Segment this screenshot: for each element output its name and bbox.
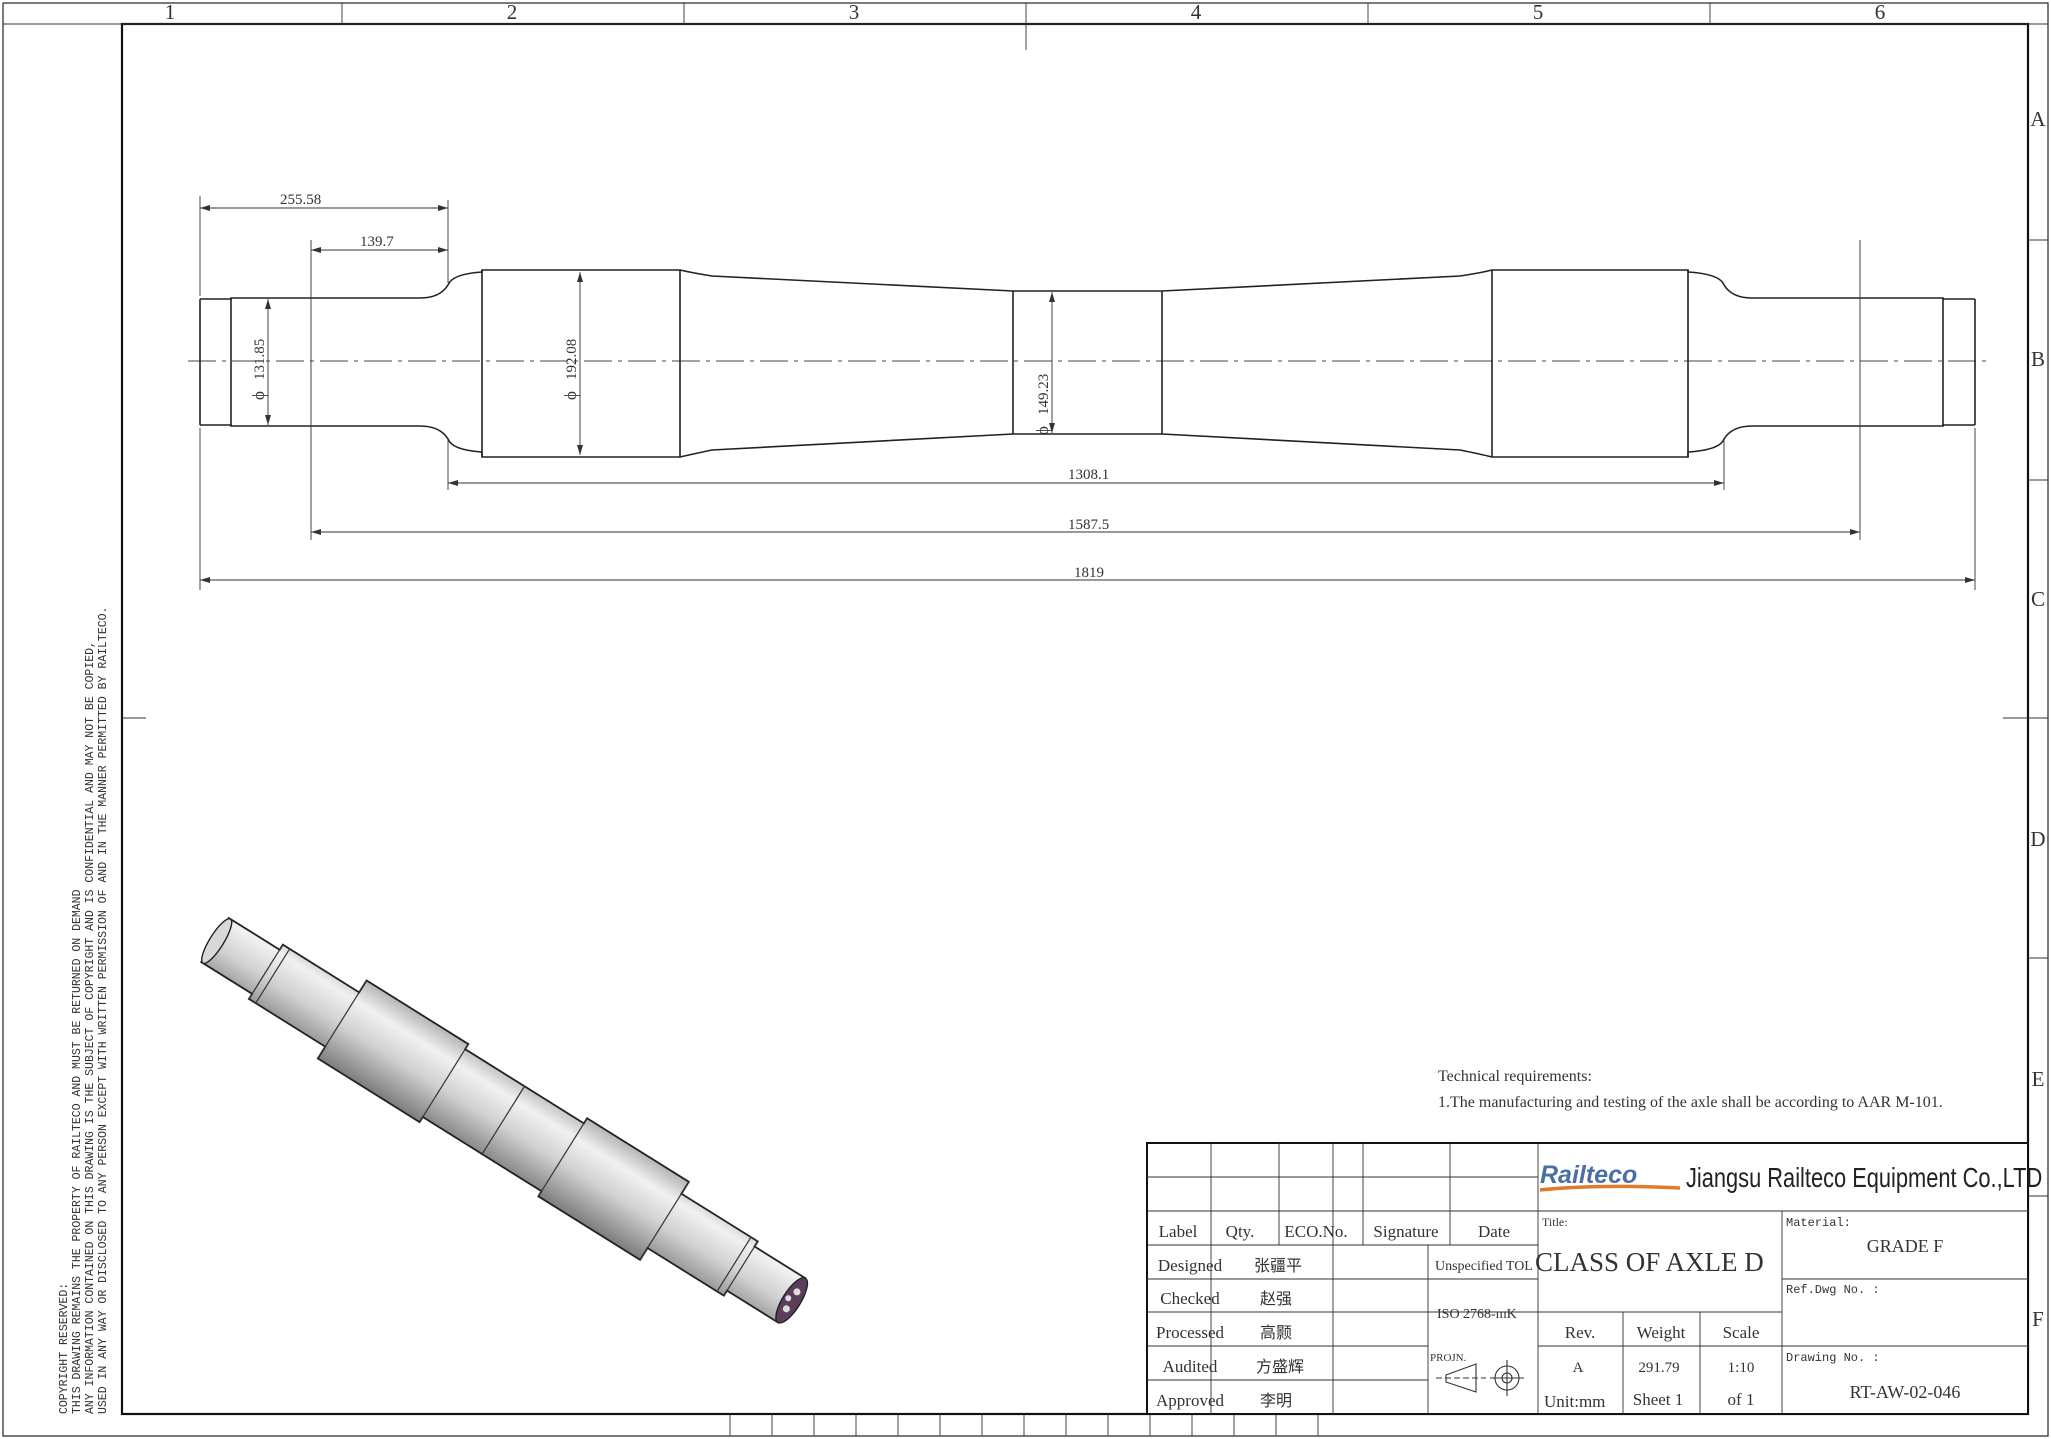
copyright-line-2: THIS DRAWING REMAINS THE PROPERTY OF RAI… <box>71 889 84 1414</box>
dia-symbol-3: ϕ <box>1033 426 1052 435</box>
dim-139-7: 139.7 <box>360 234 394 250</box>
material-value: GRADE F <box>1867 1236 1944 1256</box>
title-block: Label Qty. ECO.No. Signature Date Design… <box>1146 1142 2042 1415</box>
of-value: of 1 <box>1728 1390 1755 1409</box>
rev-value: A <box>1573 1360 1584 1376</box>
header-date: Date <box>1478 1222 1510 1241</box>
drawing-title: CLASS OF AXLE D <box>1535 1247 1764 1277</box>
header-label: Label <box>1159 1222 1198 1241</box>
zone-col-4: 4 <box>1191 0 1202 24</box>
zone-ruler-bottom <box>729 1414 1319 1436</box>
ref-dwg-label: Ref.Dwg No. : <box>1786 1283 1880 1297</box>
weight-label: Weight <box>1637 1323 1686 1342</box>
zone-row-e: E <box>2032 1067 2045 1091</box>
role-checked: Checked <box>1160 1289 1220 1308</box>
drawing-number: RT-AW-02-046 <box>1850 1382 1961 1402</box>
name-audited: 方盛辉 <box>1256 1357 1304 1376</box>
copyright-line-1: COPYRIGHT RESERVED: <box>58 1283 71 1414</box>
role-audited: Audited <box>1163 1357 1218 1376</box>
axle-profile-top <box>200 269 1975 300</box>
zone-col-1: 1 <box>165 0 176 24</box>
weight-value: 291.79 <box>1638 1360 1679 1376</box>
title-label: Title: <box>1542 1215 1568 1229</box>
zone-row-d: D <box>2030 827 2045 851</box>
zone-col-6: 6 <box>1875 0 1886 24</box>
projection-label: PROJN. <box>1430 1352 1467 1364</box>
sheet-value: Sheet 1 <box>1633 1390 1684 1409</box>
scale-value: 1:10 <box>1728 1360 1755 1376</box>
copyright-notice: COPYRIGHT RESERVED: THIS DRAWING REMAINS… <box>58 607 110 1414</box>
rev-label: Rev. <box>1565 1323 1596 1342</box>
iso-tolerance: ISO 2768-mK <box>1437 1307 1517 1322</box>
copyright-line-4: USED IN ANY WAY OR DISCLOSED TO ANY PERS… <box>97 607 110 1414</box>
dim-dia-131-85: 131.85 <box>252 339 268 380</box>
header-qty: Qty. <box>1226 1222 1255 1241</box>
zone-row-f: F <box>2032 1307 2044 1331</box>
header-signature: Signature <box>1373 1222 1438 1241</box>
unit-label: Unit:mm <box>1544 1392 1605 1411</box>
drawing-no-label: Drawing No. : <box>1786 1351 1880 1365</box>
svg-text:Railteco: Railteco <box>1540 1161 1637 1189</box>
scale-label: Scale <box>1723 1323 1760 1342</box>
axle-3d-view <box>199 916 809 1324</box>
dia-symbol-1: ϕ <box>249 391 268 400</box>
zone-col-5: 5 <box>1533 0 1544 24</box>
material-label: Material: <box>1786 1216 1851 1230</box>
dim-255-58: 255.58 <box>280 192 321 208</box>
header-eco: ECO.No. <box>1284 1222 1347 1241</box>
name-approved: 李明 <box>1260 1391 1292 1410</box>
zone-row-c: C <box>2031 587 2045 611</box>
copyright-line-3: ANY INFORMATION CONTAINED ON THIS DRAWIN… <box>84 641 97 1414</box>
zone-row-b: B <box>2031 347 2045 371</box>
railteco-logo: Railteco <box>1539 1161 1681 1192</box>
projection-symbol-icon <box>1436 1360 1524 1396</box>
role-designed: Designed <box>1158 1256 1223 1275</box>
role-processed: Processed <box>1156 1323 1224 1342</box>
dia-symbol-2: ϕ <box>561 391 580 400</box>
notes-item-1: 1.The manufacturing and testing of the a… <box>1438 1094 1943 1111</box>
dim-1308-1: 1308.1 <box>1068 467 1109 483</box>
dim-1587-5: 1587.5 <box>1068 517 1109 533</box>
name-processed: 高颢 <box>1260 1323 1292 1342</box>
name-designed: 张疆平 <box>1254 1256 1302 1275</box>
role-approved: Approved <box>1156 1391 1224 1410</box>
notes-heading: Technical requirements: <box>1438 1068 1592 1085</box>
zone-row-a: A <box>2030 107 2046 131</box>
unspecified-tol: Unspecified TOL <box>1435 1259 1533 1274</box>
dim-dia-192-08: 192.08 <box>564 339 580 380</box>
zone-col-2: 2 <box>507 0 518 24</box>
dim-1819: 1819 <box>1074 565 1104 581</box>
axle-profile-bottom <box>200 424 1975 458</box>
zone-ruler-right <box>2003 239 2048 1197</box>
zone-col-3: 3 <box>849 0 860 24</box>
zone-ruler-top <box>3 3 2048 50</box>
dim-dia-149-23: 149.23 <box>1036 374 1052 415</box>
axle-side-view: 255.58 139.7 1308.1 1587.5 1819 ϕ 131.85… <box>188 192 1990 590</box>
company-name: Jiangsu Railteco Equipment Co.,LTD <box>1686 1162 2042 1193</box>
name-checked: 赵强 <box>1260 1289 1292 1308</box>
